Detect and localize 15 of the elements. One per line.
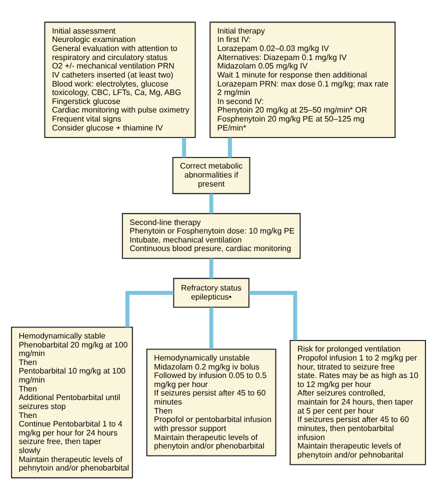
connector xyxy=(209,194,214,214)
node-box: Correct metabolic abnormalities if present xyxy=(172,157,250,194)
connector xyxy=(209,258,214,278)
node-box: Second-line therapy Phenytoin or Fosphenytoin dose: 10 mg/kg PE Intubate, mechanical ventilation Continuous blood presure, cardiac monitoring xyxy=(122,213,301,259)
connector xyxy=(125,290,174,328)
connector xyxy=(249,290,298,340)
node-box: Initial therapy In first IV: Lorazepam 0.02–0.03 mg/kg IV Alternatives: Diazepam 0.1 mg/kg IV Midazolam 0.05 mg/kg IV Wait 1 minute for response then additional Lorazepam PRN: max dose 0.1 mg/kg; max rate 2 mg/min In second IV: Phenytoin 20 mg/kg at 25–50 mg/min* OR Fosphenytoin 20 mg/kg PE at 50–125 mg PE/min* xyxy=(210,22,396,138)
connector xyxy=(228,138,232,158)
node-box: Refractory status epilepticus• xyxy=(173,278,250,308)
node-box: Risk for prolonged ventilation Propofol infusion 1 to 2 mg/kg per hour, titrated to seizure free state. Rates may be as high as 10 to 12 mg/kg per hour After seizures controlled, maintain for 24 hours, then taper at 5 per cent per hour If seizures persist after 45 to 60 minutes, then pentobarbital infusion Maintain therapeutic levels of phenytoin and/or pehnobarital xyxy=(290,340,426,466)
node-box: Hemodynamically stable Phenobarbital 20 mg/kg at 100 mg/min Then Pentobarbital 10 mg/kg at 100 mg/min Then Additional Pentobarbital until seizures stop Then Continue Pentobarbital 1 to 4 mg/kg per hour for 24 hours seizure free, then taper slowly Maintain therapeutic levels of pehnytoin and/or phenobarbital xyxy=(11,326,133,478)
connector xyxy=(182,138,186,158)
node-box: Initial assessment Neurologic examination General evaluation with attention to respiratory and circulatory status O2 +/- mechanical ventilation PRN IV catheters inserted (at least two) Blood work: electrolytes, glucose toxicology, CBC, LFTs, Ca, Mg, ABG Fingerstick glucose Cardiac monitoring with pulse oximetry Frequent vital signs Consider glucose + thiamine IV xyxy=(44,22,196,138)
connector xyxy=(209,307,214,350)
node-box: Hemodynamically unstable Midazolam 0.2 mg/kg iv bolus Followed by infusion 0.05 to 0.5 mg/kg per hour If seizures persist after 45 to 60 minutes Then Propofol or pentobarbital infusion with pressor support Maintain therapeutic levels of phenytoin and/or phenobarbital xyxy=(146,348,276,456)
